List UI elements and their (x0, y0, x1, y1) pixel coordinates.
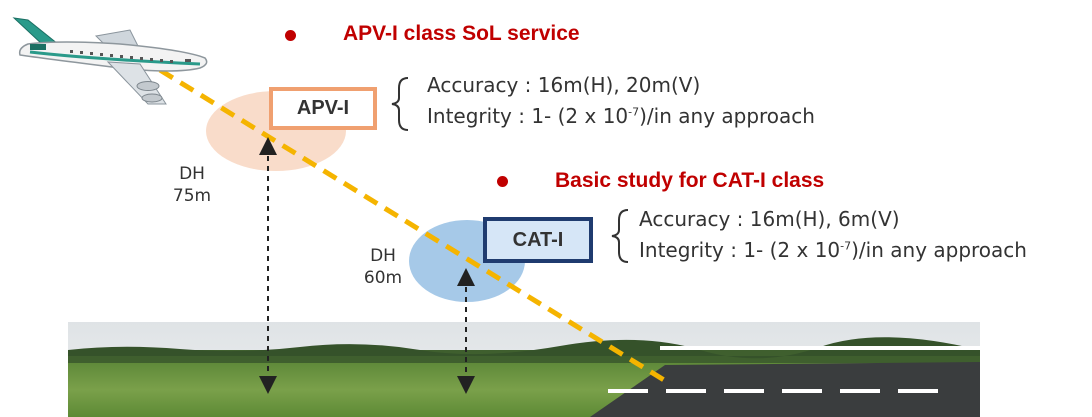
cat-box-label: CAT-I (512, 228, 564, 251)
apv-integrity-exp: -7 (628, 105, 640, 119)
cat-integrity: Integrity : 1- (2 x 10-7)/in any approac… (639, 238, 1027, 262)
cat-accuracy: Accuracy : 16m(H), 6m(V) (639, 207, 900, 231)
runway-edge-line (660, 346, 985, 350)
cat-integrity-exp: -7 (840, 239, 852, 253)
dh-75m-label: DH 75m (164, 163, 220, 207)
dh-75m-title: DH (179, 164, 205, 184)
cat-integrity-prefix: Integrity : 1- (2 x 10 (639, 238, 841, 262)
cat-heading: Basic study for CAT-I class (555, 169, 825, 192)
bullet-dot-icon (285, 30, 296, 41)
dh-60m-value: 60m (363, 268, 403, 288)
glide-path-line (158, 67, 666, 383)
dh-75m-value: 75m (172, 186, 212, 206)
dh-60m-label: DH 60m (355, 245, 411, 289)
apv-integrity-suffix: )/in any approach (639, 104, 815, 128)
runway-centerline (608, 389, 938, 393)
apv-box-frame (269, 87, 377, 130)
apv-accuracy: Accuracy : 16m(H), 20m(V) (427, 73, 701, 97)
cat-box-frame (483, 217, 593, 263)
treeline-top (68, 337, 980, 359)
ground-scene (68, 322, 985, 417)
apv-heading: APV-I class SoL service (343, 22, 580, 45)
apv-box-label: APV-I (296, 97, 350, 119)
airplane-icon (12, 17, 208, 105)
dh-60m-title: DH (370, 246, 396, 266)
apv-integrity: Integrity : 1- (2 x 10-7)/in any approac… (427, 104, 815, 128)
bullet-dot-icon (497, 176, 508, 187)
cat-brace-icon (611, 209, 629, 263)
apv-brace-icon (391, 77, 409, 131)
apv-integrity-prefix: Integrity : 1- (2 x 10 (427, 104, 629, 128)
cat-integrity-suffix: )/in any approach (851, 238, 1027, 262)
